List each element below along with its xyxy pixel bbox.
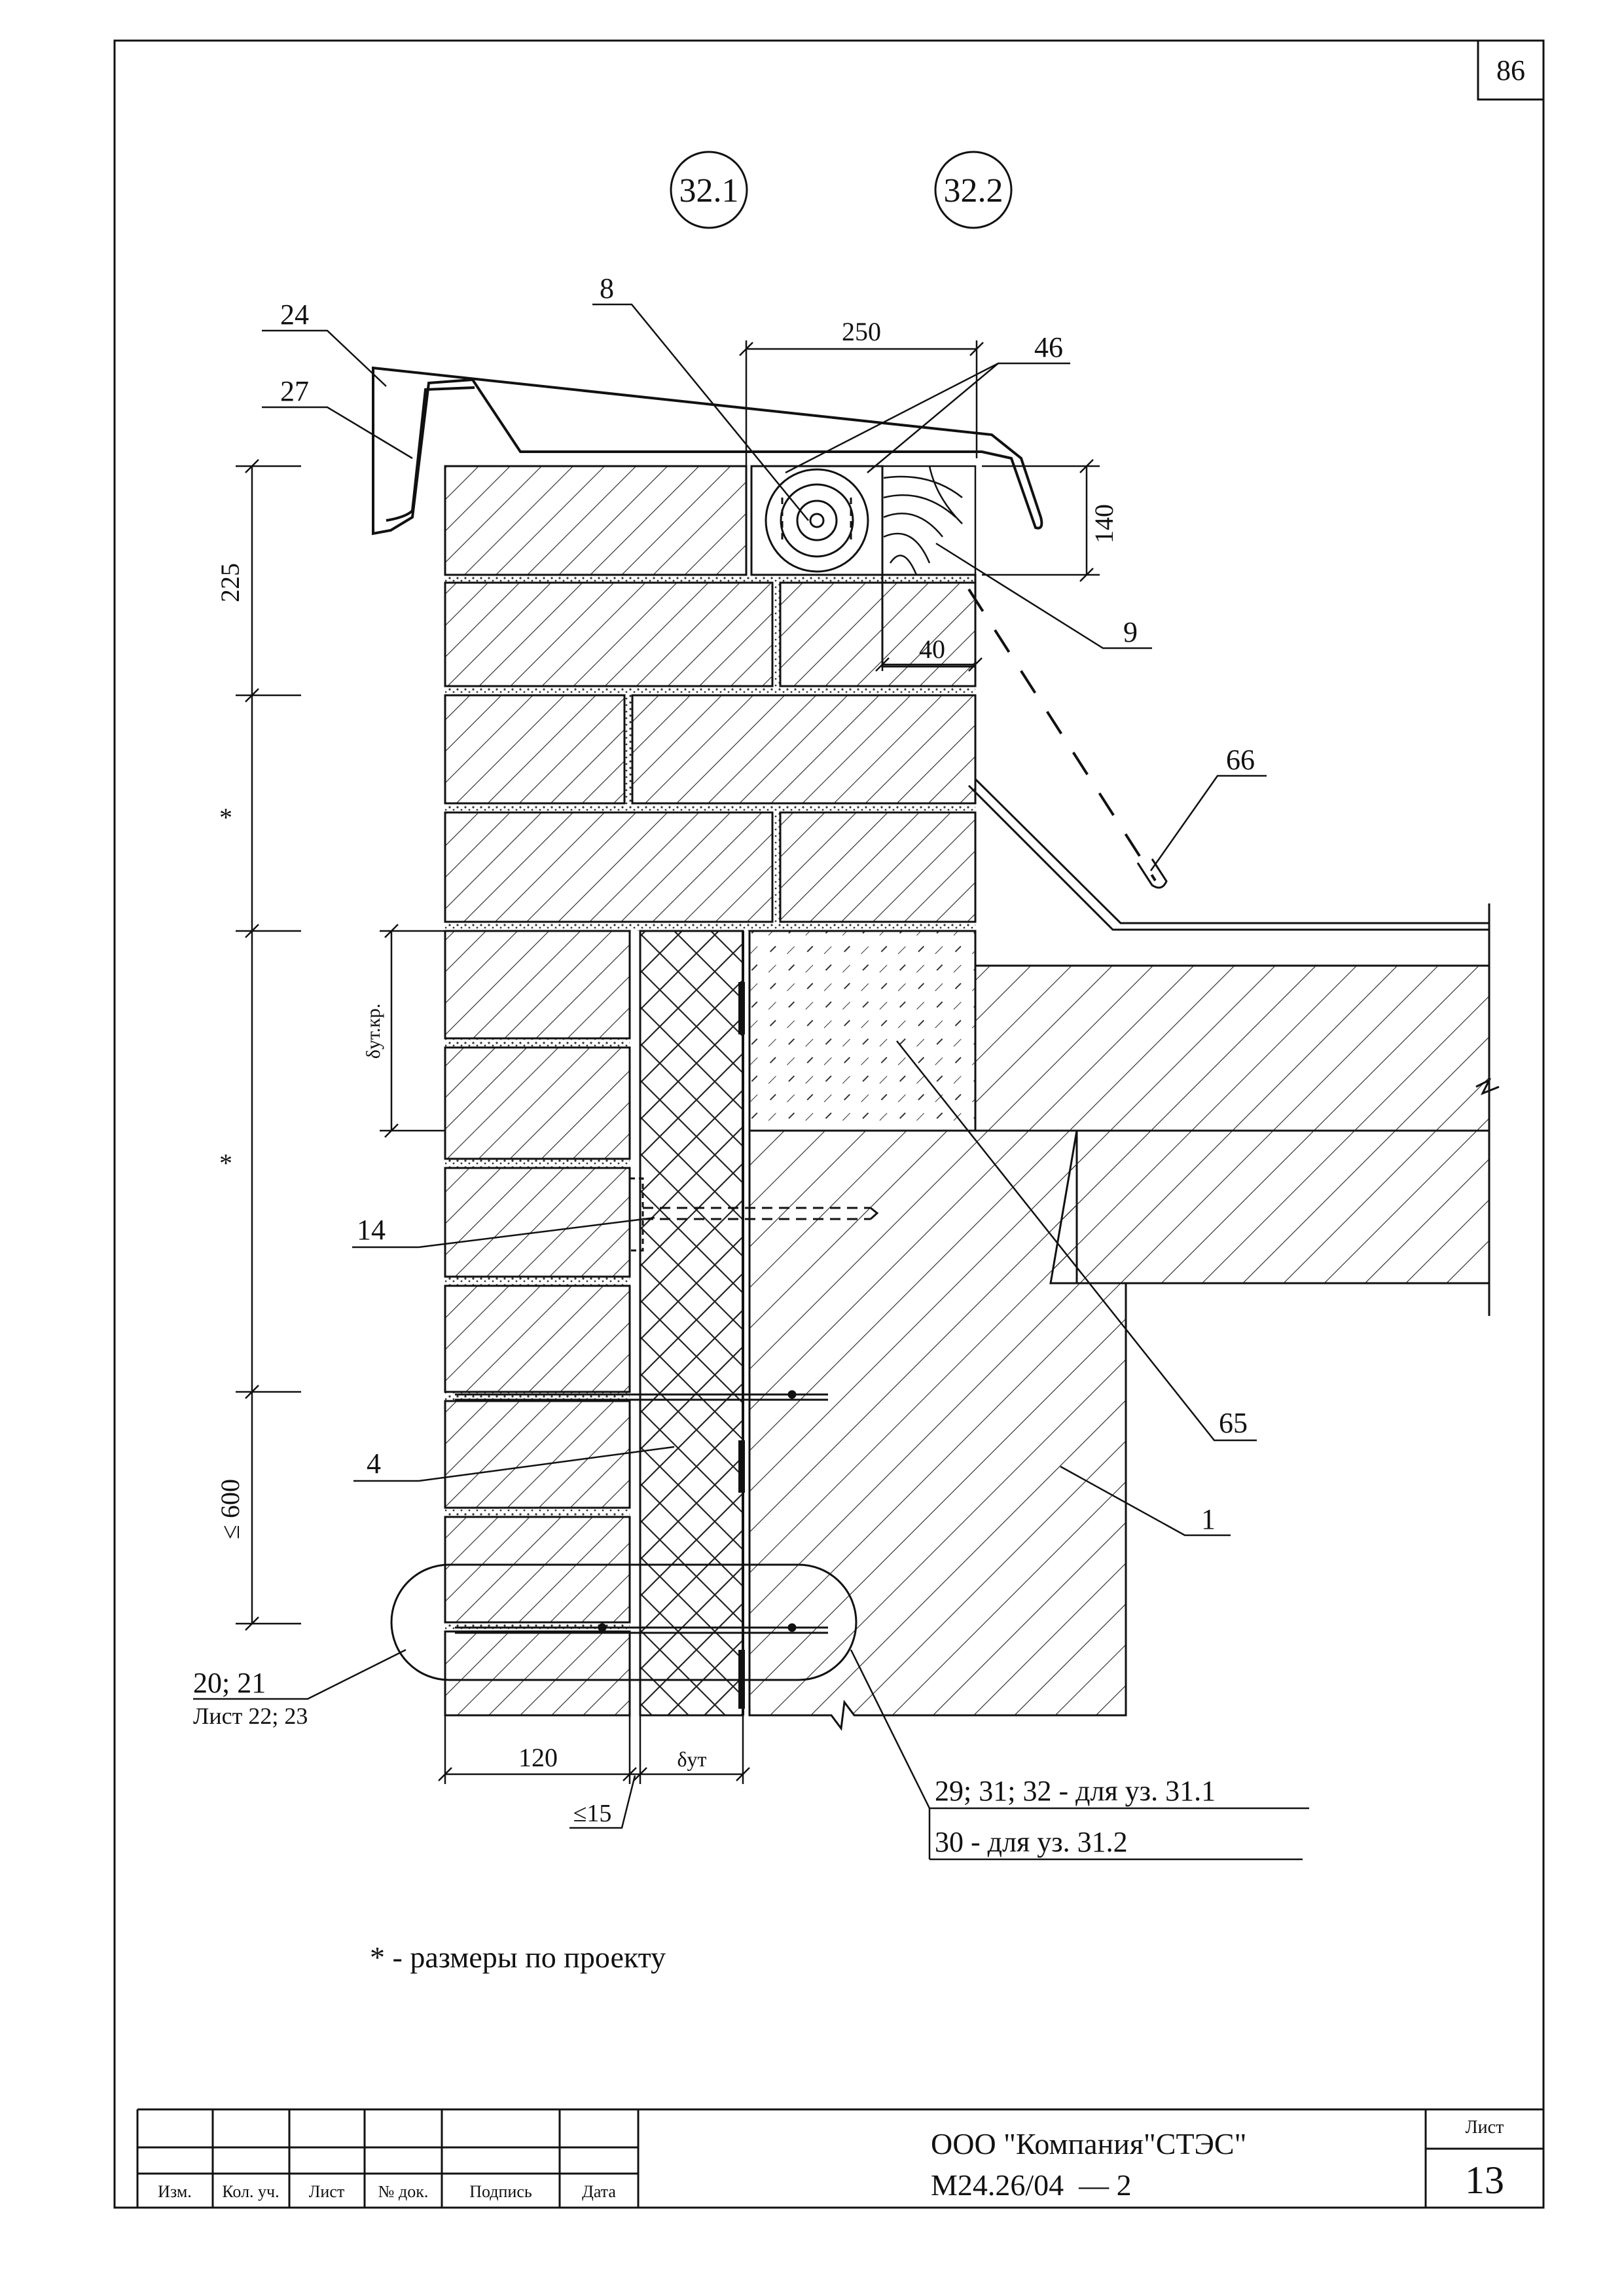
dim-225: 225 [215, 563, 245, 602]
lightweight-concrete-block [748, 930, 977, 1132]
tb-company: ООО "Компания"СТЭС" [931, 2127, 1246, 2160]
node-marker-label-32-2: 32.2 [944, 172, 1003, 210]
node-marker-label-32-1: 32.1 [679, 172, 739, 210]
sheet-frame [113, 39, 1545, 2209]
tb-col-kol-uch: Кол. уч. [222, 2182, 279, 2201]
tb-col-list: Лист [309, 2182, 344, 2201]
tb-sheet-number: 13 [1465, 2159, 1504, 2202]
callout-20-21: 20; 21 [193, 1667, 266, 1699]
tb-sheet-label: Лист [1466, 2117, 1504, 2138]
dim-120: 120 [518, 1743, 558, 1772]
reinforcement-ties [455, 1390, 828, 1634]
flashing-end-hook [1136, 858, 1168, 889]
page-number: 86 [1496, 54, 1525, 86]
callout-46: 46 [1034, 331, 1063, 363]
detail-highlight-oval [390, 1563, 857, 1681]
flashing-dashed [967, 588, 1157, 882]
roof-membrane [967, 778, 1489, 931]
dim-40: 40 [919, 634, 945, 664]
dim-star-1: * [219, 803, 232, 832]
dim-delta-ut: δут [677, 1747, 706, 1771]
callout-65: 65 [1219, 1407, 1248, 1439]
node-marker-32-2: 32.2 [934, 151, 1013, 229]
callout-9: 9 [1123, 616, 1138, 648]
callout-29-31-32: 29; 31; 32 - для уз. 31.1 [935, 1775, 1216, 1807]
dim-star-2: * [219, 1148, 232, 1178]
wall-anchor-14 [628, 1177, 879, 1252]
tb-col-izm: Изм. [158, 2182, 192, 2201]
callout-24: 24 [280, 299, 309, 331]
node-marker-32-1: 32.1 [670, 151, 748, 229]
callout-1: 1 [1201, 1503, 1216, 1535]
callout-66: 66 [1226, 744, 1255, 776]
floor-slab [974, 903, 1500, 1316]
tb-document-code: М24.26/04 — 2 [931, 2168, 1132, 2202]
callout-8: 8 [600, 272, 614, 304]
dimension-lines [236, 340, 1100, 1829]
callout-14: 14 [357, 1214, 386, 1246]
dim-delta-ut-kr: δут.кр. [363, 1004, 384, 1059]
callout-20-21-sheet: Лист 22; 23 [193, 1703, 308, 1729]
callout-30: 30 - для уз. 31.2 [935, 1826, 1128, 1858]
dim-le-600: ≤ 600 [215, 1479, 245, 1539]
wooden-bar-round [750, 465, 884, 576]
title-block [136, 2108, 1543, 2208]
callout-27: 27 [280, 375, 309, 407]
page-number-box [1477, 39, 1545, 101]
parapet-cap [372, 366, 1043, 536]
callout-leaders [193, 303, 1309, 1861]
tb-col-date: Дата [582, 2182, 616, 2201]
insulation-layer [639, 930, 745, 1717]
dim-250: 250 [842, 317, 881, 346]
callout-4: 4 [367, 1448, 381, 1480]
dim-le-15: ≤15 [573, 1800, 612, 1827]
brick-masonry [444, 465, 977, 1717]
tb-col-signature: Подпись [469, 2182, 532, 2201]
footnote: * - размеры по проекту [370, 1941, 666, 1974]
tb-col-doc-no: № док. [378, 2182, 429, 2201]
dim-140: 140 [1089, 504, 1119, 543]
wooden-bar-grain [881, 465, 977, 576]
